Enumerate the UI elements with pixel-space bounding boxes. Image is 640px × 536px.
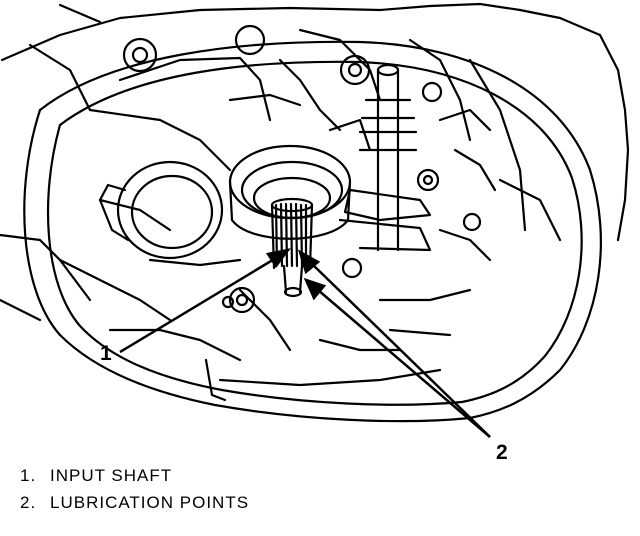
callout-lubrication-points: 2 — [496, 441, 508, 464]
top-bosses — [122, 24, 482, 314]
arrowhead-input-shaft — [265, 248, 291, 269]
leader-input-shaft — [119, 256, 277, 354]
lower-bosses — [204, 295, 235, 402]
leader-lube-point-a — [309, 261, 491, 438]
arrowhead-lube-point-a — [297, 249, 321, 275]
case-flange — [23, 40, 602, 423]
case-ribs — [58, 28, 562, 387]
boss-plug — [98, 160, 224, 260]
leader-lube-point-b — [317, 289, 491, 438]
legend-text: LUBRICATION POINTS — [50, 493, 250, 512]
leader-lines — [119, 248, 491, 438]
legend: 1. INPUT SHAFT 2. LUBRICATION POINTS — [20, 462, 249, 516]
bearing-retainer — [228, 144, 352, 240]
legend-number: 1. — [20, 466, 37, 485]
legend-item-lubrication-points: 2. LUBRICATION POINTS — [20, 489, 249, 516]
legend-number: 2. — [20, 493, 37, 512]
legend-text: INPUT SHAFT — [50, 466, 173, 485]
shift-rail — [328, 63, 432, 252]
arrowhead-lube-point-b — [303, 277, 327, 301]
callout-input-shaft: 1 — [100, 342, 112, 365]
legend-item-input-shaft: 1. INPUT SHAFT — [20, 462, 249, 489]
housing-outline — [0, 2, 630, 322]
